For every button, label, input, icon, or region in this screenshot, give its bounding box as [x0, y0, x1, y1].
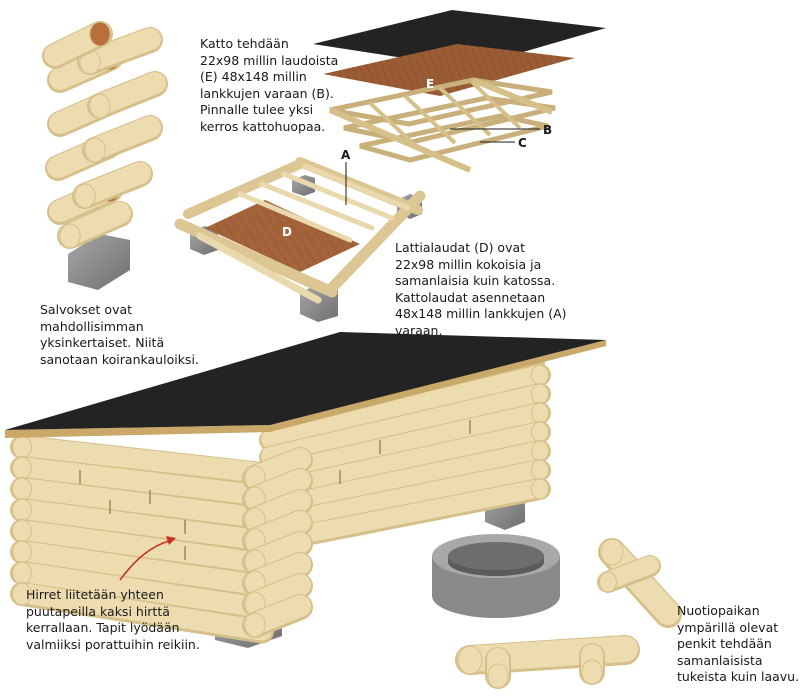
corner-joint-stack — [42, 21, 168, 290]
log-end — [487, 663, 509, 689]
log-end — [89, 21, 111, 47]
pin-arrow — [119, 539, 173, 581]
log — [12, 436, 272, 483]
log — [261, 384, 549, 465]
log-end — [581, 659, 603, 685]
log-end — [74, 183, 96, 209]
lean-to-shelter — [5, 332, 606, 648]
label-c: C — [518, 136, 527, 150]
log-end — [531, 478, 549, 500]
log — [12, 520, 272, 573]
joint-stone — [68, 234, 130, 290]
floor-caption-line: 48x148 millin lankkujen (A) — [395, 306, 567, 321]
benches-caption-line: samanlaisista — [677, 652, 763, 668]
log-end — [59, 223, 81, 249]
floor-caption-line: samanlaisia kuin katossa. — [395, 273, 556, 288]
benches-caption: Nuotiopaikan ympärillä olevat penkit teh… — [677, 603, 799, 686]
log — [79, 28, 161, 72]
floor-caption-line: Lattialaudat (D) ovat — [395, 240, 526, 255]
log — [261, 403, 549, 482]
log-end — [531, 440, 549, 462]
joints-caption-line: yksinkertaiset. Niitä — [40, 335, 165, 350]
roof-caption-line: 22x98 millin laudoista — [200, 52, 339, 68]
log — [12, 562, 272, 618]
benches-caption-line: ympärillä olevat — [677, 619, 779, 635]
pins-caption-line: kerrallaan. Tapit lyödään — [26, 620, 180, 635]
floor-caption-line: Kattolaudat asennetaan — [395, 289, 546, 305]
log — [261, 479, 549, 550]
log-end — [89, 93, 111, 119]
left-wall-logs — [10, 435, 274, 644]
shelter-roof-edge — [5, 340, 606, 438]
roof-caption-line: Katto tehdään — [200, 36, 289, 51]
log — [12, 457, 272, 506]
log — [12, 541, 272, 596]
log-end — [12, 477, 32, 501]
floor-caption: Lattialaudat (D) ovat 22x98 millin kokoi… — [395, 240, 567, 339]
log — [261, 365, 549, 448]
roof-caption-line: lankkujen varaan (B). — [200, 85, 334, 101]
roof-assembly: E B C — [313, 10, 606, 173]
pins-caption: Hirret liitetään yhteen puutapeilla kaks… — [26, 587, 200, 653]
roof-caption-line: Pinnalle tulee yksi — [200, 102, 314, 117]
joints-caption-line: sanotaan koirankauloiksi. — [40, 351, 199, 367]
benches-caption-line: penkit tehdään — [677, 636, 772, 651]
joints-caption-line: Salvokset ovat — [40, 302, 133, 317]
roof-board-layer-e — [323, 44, 575, 96]
log — [600, 539, 680, 625]
log-end — [12, 519, 32, 543]
benches-caption-line: tukeista kuin laavu. — [677, 669, 800, 684]
benches-caption-line: Nuotiopaikan — [677, 603, 760, 618]
log-end — [531, 364, 549, 386]
log-end — [599, 571, 617, 593]
roof-felt-layer — [313, 10, 606, 68]
label-d: D — [282, 225, 292, 239]
floor-caption-line: varaan. — [395, 322, 443, 338]
log-end — [12, 435, 32, 459]
log-end — [12, 582, 32, 606]
log — [261, 422, 549, 499]
log-end — [12, 498, 32, 522]
floor-logs — [174, 157, 426, 304]
dowel-pin-marks — [79, 420, 471, 560]
label-b: B — [543, 123, 552, 137]
label-e: E — [426, 77, 434, 91]
log-end — [12, 456, 32, 480]
log-end — [12, 561, 32, 585]
log-end — [531, 402, 549, 424]
fire-ring — [432, 534, 560, 618]
log — [12, 499, 272, 551]
pins-caption-line: valmiiksi porattuihin reikiin. — [26, 636, 200, 652]
label-a: A — [341, 148, 351, 162]
floor-caption-line: 22x98 millin kokoisia ja — [395, 256, 542, 272]
log — [261, 460, 549, 533]
log — [12, 583, 272, 641]
shelter-roof — [5, 332, 606, 430]
joints-caption-line: mahdollisimman — [40, 318, 144, 334]
log-end — [600, 538, 624, 566]
pin-arrow-head — [166, 536, 176, 545]
log-end — [244, 612, 266, 638]
log-benches — [455, 538, 682, 689]
log-end — [84, 137, 106, 163]
log-end — [457, 645, 483, 675]
floor-frame-assembly: A D — [174, 148, 426, 322]
roof-caption-line: kerros kattohuopaa. — [200, 118, 326, 134]
right-wall-logs — [259, 364, 551, 553]
log-end — [531, 421, 549, 443]
log-end — [531, 459, 549, 481]
log-end — [531, 383, 549, 405]
log-end — [12, 540, 32, 564]
pins-caption-line: puutapeilla kaksi hirttä — [26, 603, 170, 619]
roof-caption: Katto tehdään 22x98 millin laudoista (E)… — [200, 36, 338, 135]
roof-plank-frame-b — [328, 77, 556, 173]
joints-caption: Salvokset ovat mahdollisimman yksinkerta… — [40, 302, 199, 368]
log — [261, 441, 549, 516]
log — [12, 478, 272, 528]
front-corner-logs — [242, 447, 313, 638]
pins-caption-line: Hirret liitetään yhteen — [26, 587, 164, 602]
roof-caption-line: (E) 48x148 millin — [200, 69, 307, 84]
floor-boards-d — [205, 200, 360, 272]
